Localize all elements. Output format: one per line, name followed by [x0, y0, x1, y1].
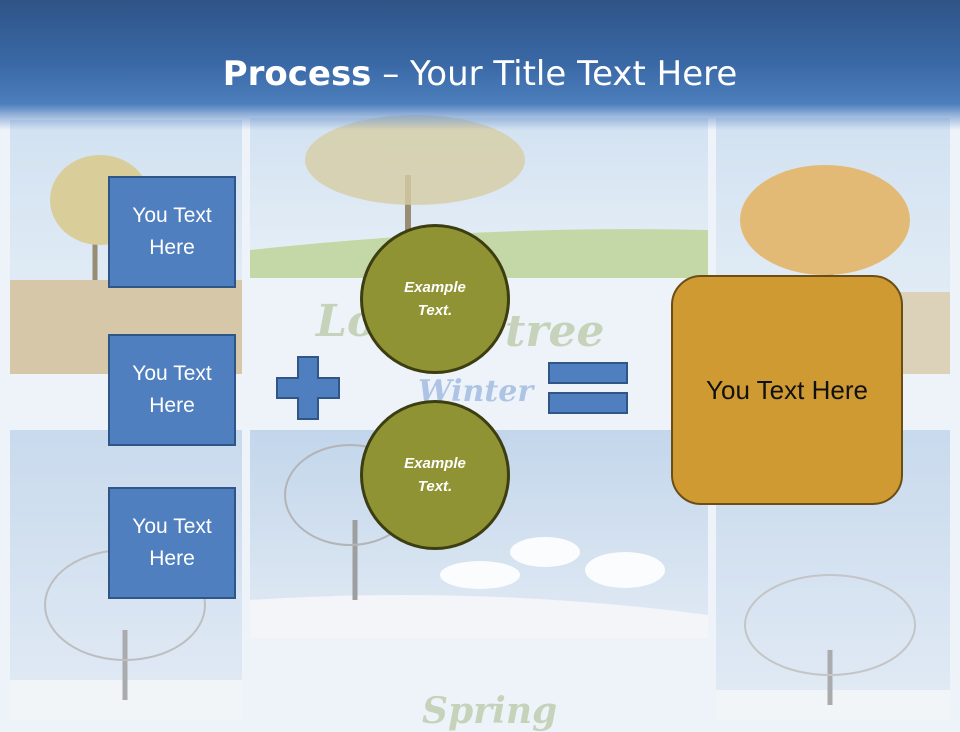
example-circle-1-label: Example Text. — [404, 279, 466, 319]
title-rest: – Your Title Text Here — [371, 54, 738, 94]
watermark-bottom: Spring — [422, 690, 558, 732]
result-box-label: You Text Here — [706, 374, 868, 405]
text-box-3: You Text Here — [108, 487, 236, 599]
result-box: You Text Here — [671, 275, 903, 505]
title-bold: Process — [222, 54, 372, 94]
text-box-2-label: You Text Here — [132, 362, 212, 417]
example-circle-1: Example Text. — [360, 224, 510, 374]
plus-icon — [276, 356, 340, 420]
text-box-2: You Text Here — [108, 334, 236, 446]
equals-icon — [548, 362, 628, 414]
text-box-1: You Text Here — [108, 176, 236, 288]
header-band — [0, 0, 960, 130]
example-circle-2-label: Example Text. — [404, 455, 466, 495]
text-box-1-label: You Text Here — [132, 204, 212, 259]
slide-title: Process – Your Title Text Here — [0, 52, 960, 96]
watermark-top-right: tree — [505, 306, 605, 357]
text-box-3-label: You Text Here — [132, 515, 212, 570]
example-circle-2: Example Text. — [360, 400, 510, 550]
